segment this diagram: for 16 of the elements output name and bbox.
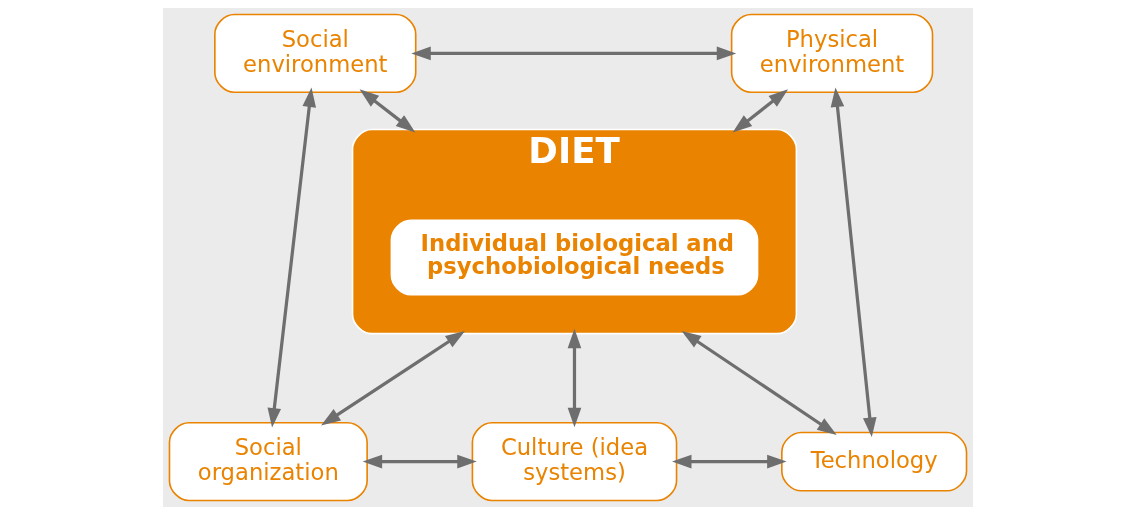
node-box: Culture (idea systems): [471, 421, 677, 502]
arrow: [830, 87, 877, 437]
node-box: Technology: [780, 431, 967, 492]
node-box: Social organization: [168, 421, 368, 502]
arrow: [359, 89, 415, 133]
node-box: Physical environment: [730, 13, 933, 94]
node-box: Social environment: [213, 13, 417, 94]
node-box: Individual biological and psychobiological needs: [390, 219, 758, 296]
arrow: [362, 454, 477, 469]
arrow: [410, 46, 736, 61]
arrow: [320, 330, 465, 426]
arrow: [732, 89, 788, 133]
arrow: [681, 330, 837, 435]
arrow: [267, 87, 316, 428]
arrow: [671, 454, 787, 469]
arrow: [567, 328, 581, 428]
